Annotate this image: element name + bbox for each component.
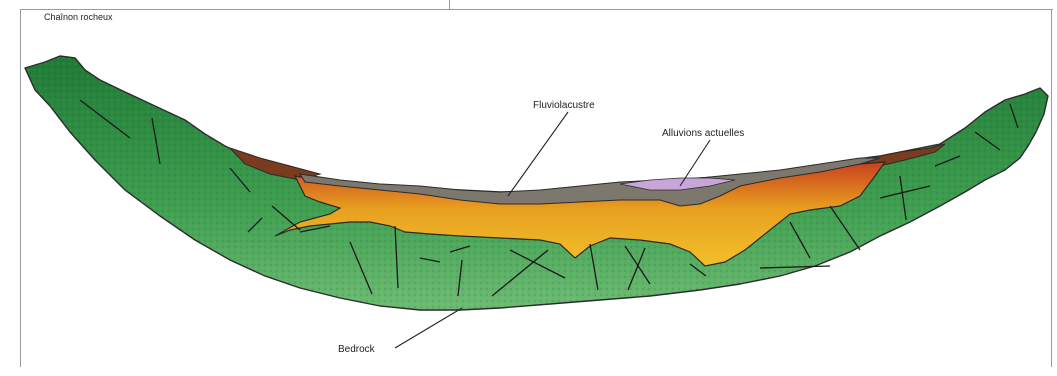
frame-line-top-right <box>449 9 1053 10</box>
corner-label: Chaînon rocheux <box>44 12 113 22</box>
label-alluvions-actuelles: Alluvions actuelles <box>662 128 744 139</box>
bedrock-body <box>25 56 1048 310</box>
label-bedrock: Bedrock <box>338 344 376 355</box>
label-fluviolacustre: Fluviolacustre <box>533 100 595 111</box>
frame-line-left <box>20 9 21 367</box>
frame-line-right <box>1051 9 1052 367</box>
frame-line-top-left <box>20 9 450 10</box>
